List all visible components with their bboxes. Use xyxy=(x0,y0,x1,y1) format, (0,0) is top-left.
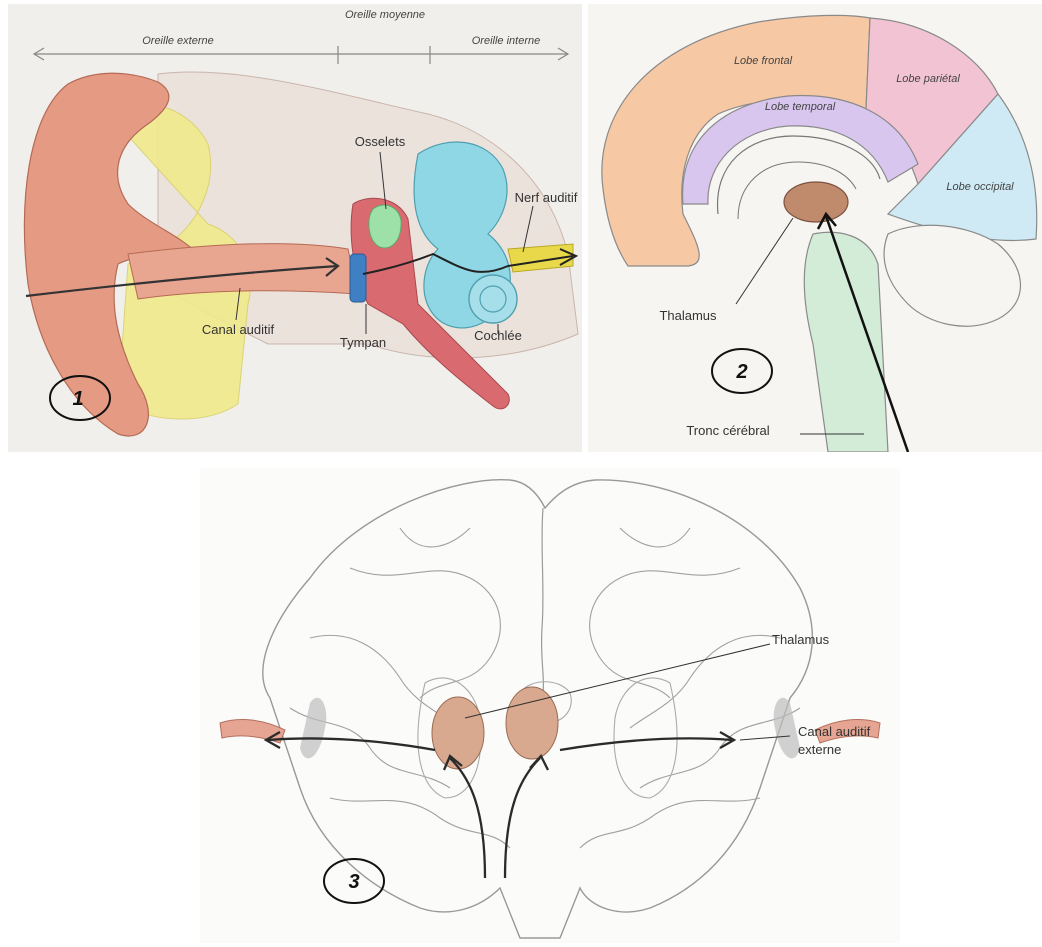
thalamus-label: Thalamus xyxy=(659,308,717,323)
canal-label: Canal auditif xyxy=(202,322,275,337)
cochlea-label: Cochlée xyxy=(474,328,522,343)
panel-number: 2 xyxy=(735,361,747,383)
frontal-lobe-label: Lobe frontal xyxy=(734,55,793,67)
ear-canal-label-line2: externe xyxy=(798,742,841,757)
nerve-label: Nerf auditif xyxy=(515,190,578,205)
ear-anatomy-panel: Oreille externe Oreille moyenne Oreille … xyxy=(8,4,582,452)
brainstem-label: Tronc cérébral xyxy=(686,423,769,438)
brainstem-shape xyxy=(804,232,888,452)
cochlea-shape xyxy=(469,275,517,323)
ear-diagram: Oreille externe Oreille moyenne Oreille … xyxy=(8,4,582,452)
parietal-lobe-label: Lobe pariétal xyxy=(896,73,960,85)
middle-ear-label: Oreille moyenne xyxy=(345,9,425,21)
region-arrows xyxy=(34,46,568,64)
ear-canal-label-line1: Canal auditif xyxy=(798,724,871,739)
thalamus-leader xyxy=(736,218,793,304)
ossicles-shape xyxy=(369,205,401,248)
brain-sagittal-panel: Lobe frontal Lobe pariétal Lobe temporal… xyxy=(588,4,1042,452)
occipital-lobe-label: Lobe occipital xyxy=(946,181,1014,193)
thalamus-shape xyxy=(784,182,848,222)
ear-canal-shape xyxy=(128,244,358,299)
auditory-pathways xyxy=(268,738,732,878)
thalamus-label: Thalamus xyxy=(772,632,830,647)
panel-number: 1 xyxy=(72,388,83,410)
outer-ear-label: Oreille externe xyxy=(142,35,214,47)
longitudinal-fissure xyxy=(542,508,544,693)
tympan-label: Tympan xyxy=(340,335,386,350)
panel-number: 3 xyxy=(348,871,359,893)
ossicles-label: Osselets xyxy=(355,134,406,149)
brain-coronal-diagram: Thalamus Canal auditif externe 3 xyxy=(200,468,900,943)
brain-coronal-panel: Thalamus Canal auditif externe 3 xyxy=(200,468,900,943)
brain-sagittal-diagram: Lobe frontal Lobe pariétal Lobe temporal… xyxy=(588,4,1042,452)
left-thalamus xyxy=(432,697,484,769)
inner-ear-label: Oreille interne xyxy=(472,35,540,47)
temporal-lobe-label: Lobe temporal xyxy=(765,101,836,113)
cortical-folds xyxy=(290,528,800,848)
tympan-shape xyxy=(350,254,366,302)
